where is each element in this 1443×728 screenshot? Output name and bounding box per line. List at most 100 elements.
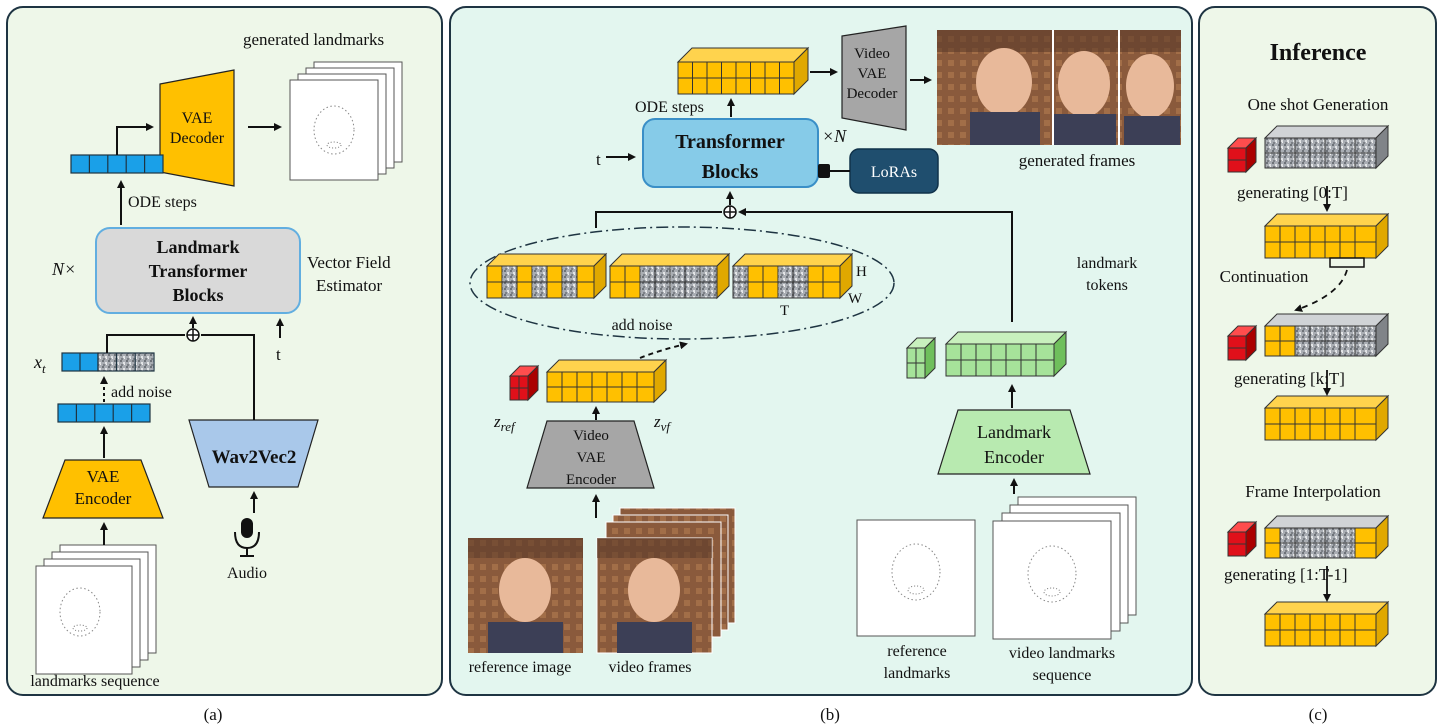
video-vae-encoder	[526, 420, 655, 489]
video-decoder-line3: Decoder	[847, 86, 898, 102]
landmark-tokens-line2: tokens	[1086, 277, 1128, 294]
panel-a-arrows	[100, 123, 284, 545]
wav2vec2-block	[188, 419, 319, 488]
reference-image-label: reference image	[469, 659, 572, 676]
c-mixed-block-3	[1263, 514, 1390, 560]
times-n-label: ×N	[822, 126, 847, 146]
z-ref-label: zref	[493, 412, 517, 434]
vector-field-line2: Estimator	[316, 276, 382, 295]
one-shot-label: One shot Generation	[1248, 95, 1389, 114]
c-yellow-block-3	[1263, 600, 1390, 648]
c-red-3	[1226, 520, 1258, 558]
gen-kt-label: generating [k:T]	[1234, 369, 1345, 388]
generated-frames-label: generated frames	[1019, 151, 1136, 170]
noisy-tokens-xt	[61, 352, 155, 372]
t-label-b: t	[596, 150, 601, 169]
latent-block-3	[731, 252, 854, 300]
generated-landmark-stack	[289, 61, 403, 181]
audio-label: Audio	[227, 565, 267, 582]
video-landmarks-stack	[992, 496, 1137, 640]
video-encoder-line3: Encoder	[566, 472, 616, 488]
c-yellow-block-1	[1263, 212, 1390, 260]
landmarks-sequence-stack	[35, 544, 157, 675]
video-landmarks-line1: video landmarks	[1009, 645, 1115, 662]
vae-encoder-a	[42, 459, 164, 519]
inference-title: Inference	[1270, 40, 1367, 66]
reference-image	[468, 538, 583, 653]
landmark-transformer-line2: Transformer	[149, 261, 248, 281]
add-noise-b: add noise	[612, 317, 673, 334]
continuation-label: Continuation	[1220, 267, 1309, 286]
landmark-encoder-line1: Landmark	[977, 422, 1051, 442]
z-vf-cube	[545, 358, 668, 404]
vae-decoder-a-line2: Decoder	[170, 130, 225, 147]
axis-h-label: H	[856, 264, 867, 280]
landmark-encoder	[937, 409, 1091, 475]
video-frames-stack	[596, 507, 736, 654]
c-red-2	[1226, 324, 1258, 362]
caption-a: (a)	[204, 705, 223, 724]
panel-c: Inference One shot Generation generating…	[1198, 6, 1437, 724]
video-decoder-line1: Video	[854, 46, 890, 62]
z-vf-label: zvf	[653, 412, 672, 434]
axis-w-label: W	[848, 291, 863, 307]
ode-steps-b: ODE steps	[635, 99, 704, 116]
panel-b-arrows	[592, 68, 1018, 518]
vae-decoder-a-line1: VAE	[182, 110, 213, 127]
output-latent-cube	[676, 46, 810, 96]
panel-a: generated landmarks VAE Decoder ODE step…	[6, 6, 443, 724]
transformer-blocks	[642, 118, 819, 188]
landmark-transformer-blocks	[95, 227, 301, 314]
video-landmarks-line2: sequence	[1033, 667, 1092, 684]
video-encoder-line2: VAE	[577, 450, 606, 466]
add-noise-a: add noise	[111, 384, 172, 401]
vae-decoder-a	[159, 69, 235, 187]
c-yellow-block-2	[1263, 394, 1390, 442]
video-encoder-line1: Video	[573, 428, 609, 444]
sum-node-a	[186, 328, 200, 342]
panel-c-arrows	[1294, 186, 1348, 602]
latent-tokens-out	[70, 154, 164, 174]
vae-encoder-a-line2: Encoder	[75, 489, 132, 508]
c-noise-block-1	[1263, 124, 1390, 170]
caption-c: (c)	[1309, 705, 1328, 724]
transformer-line2: Blocks	[702, 161, 759, 183]
sum-node-b	[723, 205, 737, 219]
panel-b: ODE steps Video VAE Decoder generated fr…	[449, 6, 1193, 724]
landmark-encoder-line2: Encoder	[984, 447, 1044, 467]
axis-t-label: T	[780, 303, 789, 319]
c-mixed-block-2	[1263, 312, 1390, 358]
ode-steps-a: ODE steps	[128, 194, 197, 211]
latent-block-1	[485, 252, 608, 300]
frame-interp-label: Frame Interpolation	[1245, 482, 1381, 501]
reference-landmarks-line2: landmarks	[884, 665, 951, 682]
loras-label: LoRAs	[871, 164, 917, 181]
video-decoder-line2: VAE	[858, 66, 887, 82]
landmark-tokens-cube	[944, 330, 1068, 378]
reference-landmarks-card	[856, 519, 976, 637]
z-ref-cube	[508, 364, 540, 402]
transformer-line1: Transformer	[675, 131, 785, 153]
x-t-label: xt	[33, 352, 46, 376]
landmark-tokens-line1: landmark	[1077, 255, 1137, 272]
continuation-bracket	[1329, 257, 1365, 268]
gen-1t-label: generating [1:T-1]	[1224, 565, 1348, 584]
generated-frames-images	[937, 30, 1181, 145]
latent-block-2	[608, 252, 731, 300]
landmark-transformer-line1: Landmark	[156, 237, 239, 257]
generated-landmarks-label: generated landmarks	[243, 30, 384, 49]
c-red-1	[1226, 136, 1258, 174]
landmark-transformer-line3: Blocks	[172, 285, 223, 305]
vector-field-line1: Vector Field	[307, 253, 391, 272]
landmarks-sequence-label: landmarks sequence	[30, 673, 159, 690]
plug-icon	[818, 164, 850, 178]
wav2vec2-label: Wav2Vec2	[212, 447, 297, 468]
vae-encoder-a-line1: VAE	[87, 467, 120, 486]
clean-tokens	[57, 403, 151, 423]
video-frames-label: video frames	[608, 659, 691, 676]
reference-landmarks-line1: reference	[887, 643, 947, 660]
microphone-icon	[234, 518, 260, 557]
t-label-a: t	[276, 345, 281, 364]
caption-b: (b)	[820, 705, 840, 724]
